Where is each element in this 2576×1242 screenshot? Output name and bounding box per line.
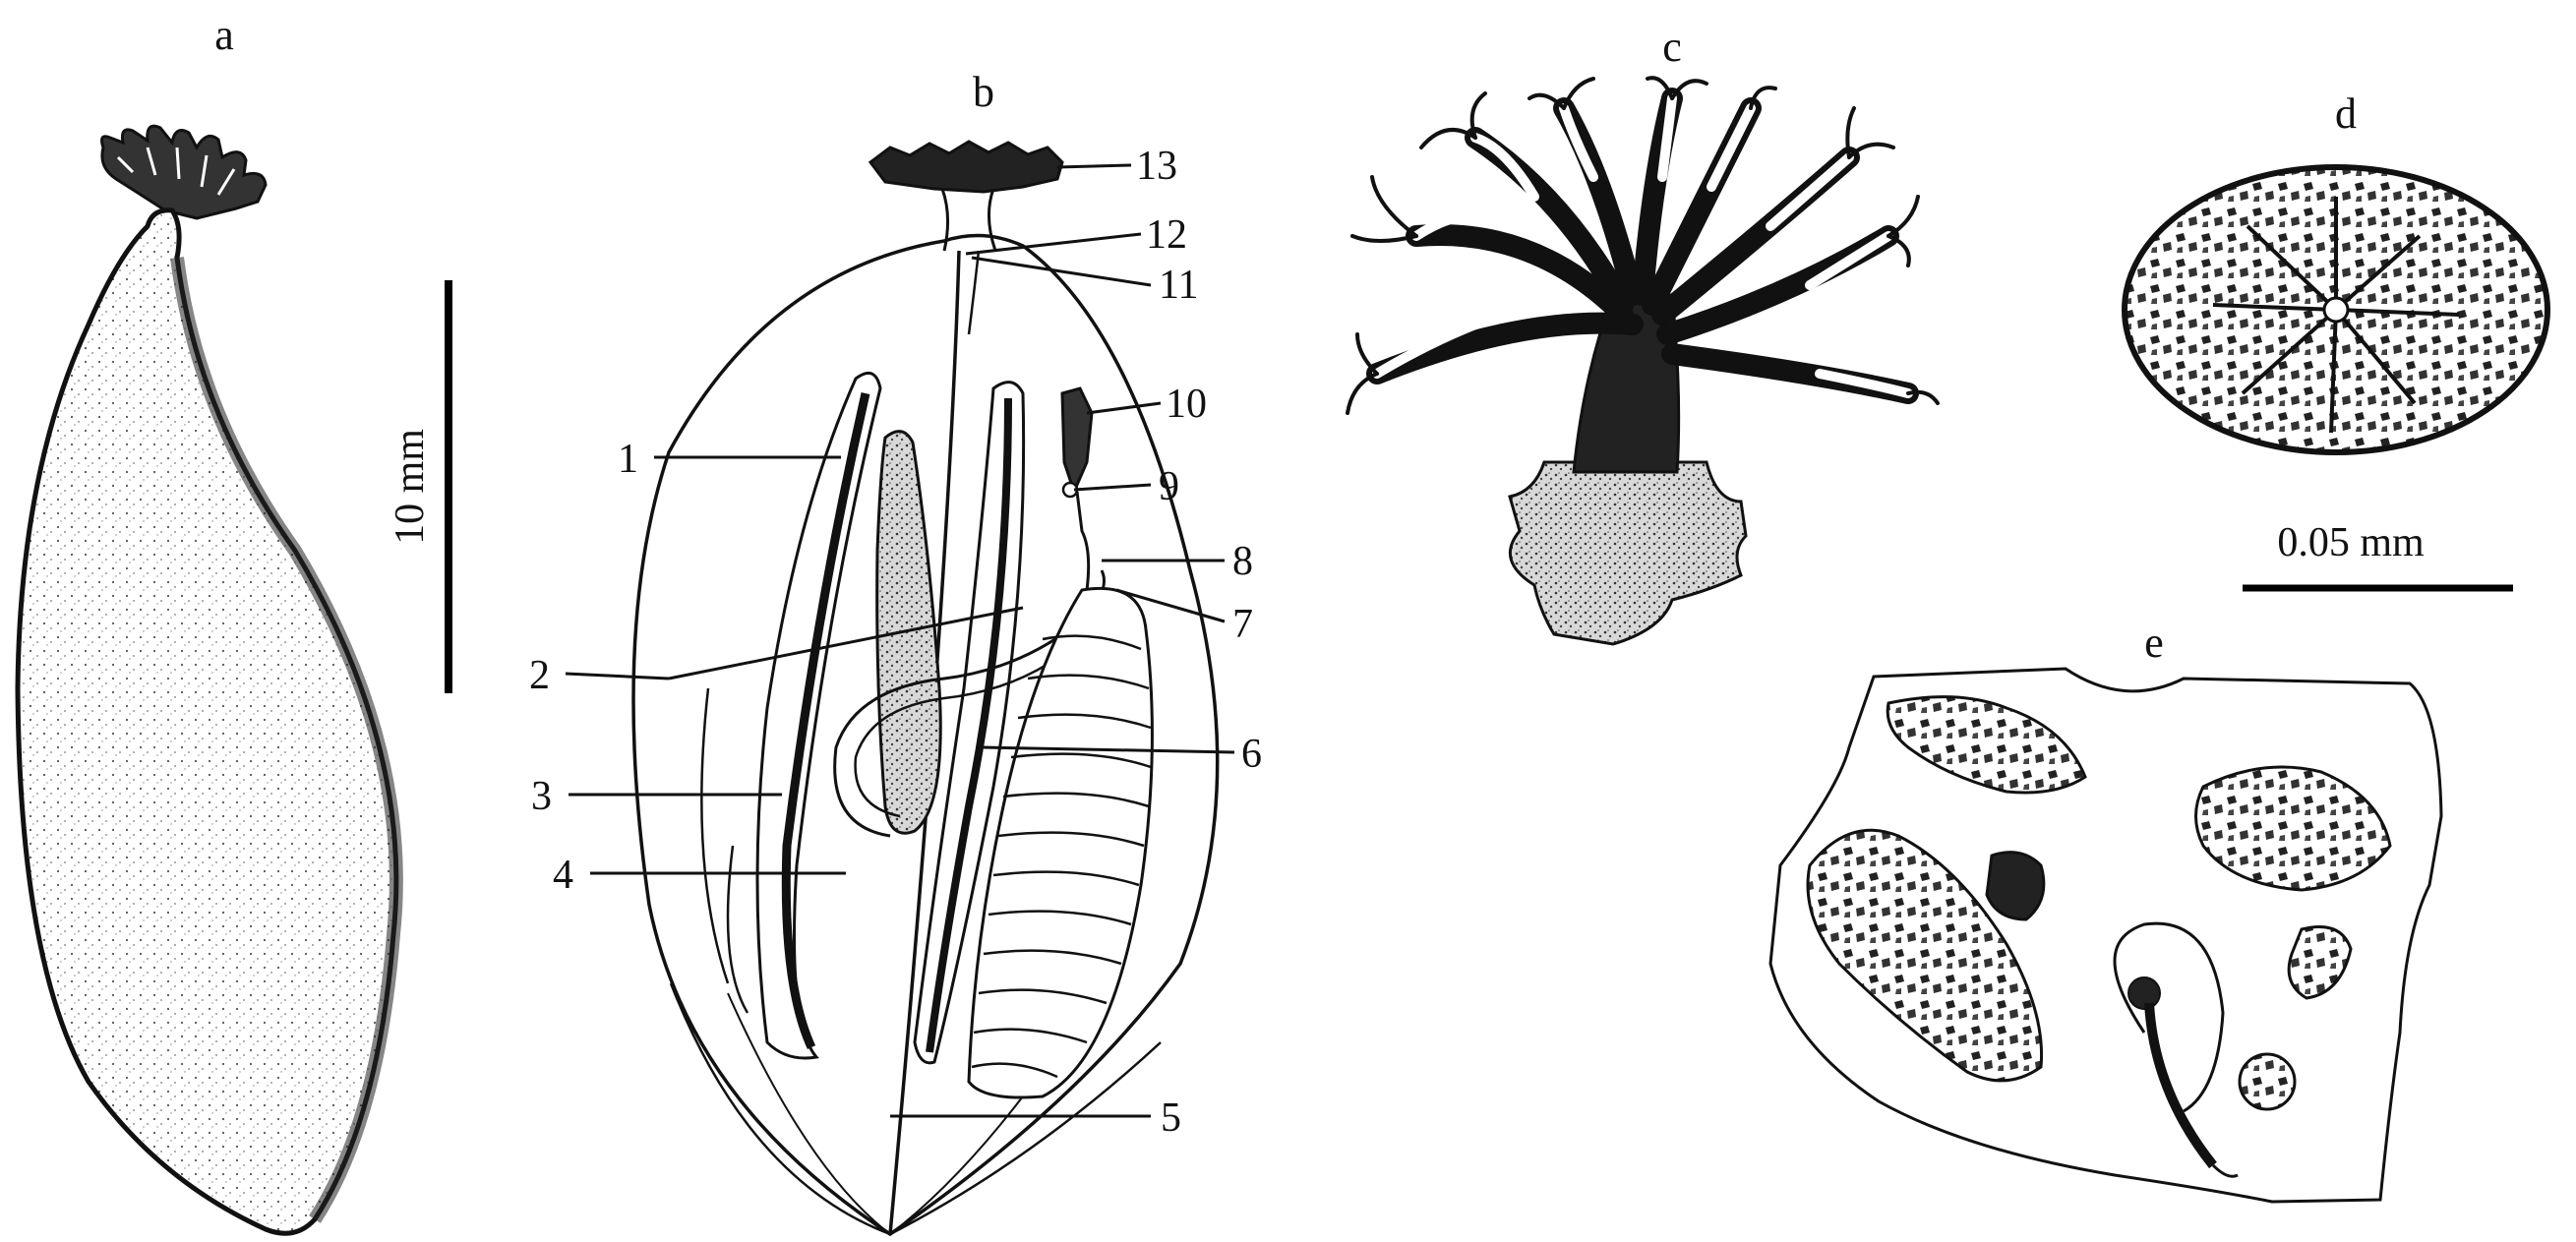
callout-11: 11: [1159, 263, 1198, 308]
panel-b-gonad: [877, 432, 941, 834]
scale-bar-10mm: 10 mm: [388, 280, 449, 693]
callout-3: 3: [531, 774, 552, 819]
callout-13: 13: [1136, 144, 1177, 189]
panel-a: a: [18, 11, 396, 1233]
panel-d: d: [2125, 89, 2547, 452]
callout-9: 9: [1159, 464, 1179, 509]
panel-c-letter: c: [1662, 23, 1682, 71]
panel-b-tentacle-crown: [870, 142, 1062, 192]
panel-c: c: [1348, 23, 1938, 644]
callout-4: 4: [553, 853, 573, 898]
panel-b-letter: b: [973, 68, 994, 116]
panel-a-tentacle-crown: [102, 126, 266, 218]
callout-7: 7: [1232, 602, 1253, 647]
panel-e-letter: e: [2144, 619, 2164, 667]
panel-d-letter: d: [2335, 89, 2357, 138]
callout-10: 10: [1166, 382, 1207, 427]
panel-a-letter: a: [214, 11, 234, 59]
panel-e: e: [1770, 619, 2441, 1202]
callout-2: 2: [529, 653, 550, 698]
callout-1: 1: [618, 437, 638, 482]
scale-bar-005mm-label: 0.05 mm: [2277, 520, 2425, 565]
scale-bar-10mm-label: 10 mm: [388, 429, 433, 545]
panel-b-organ-left: [757, 373, 880, 1058]
panel-b: b: [529, 68, 1262, 1234]
callout-12: 12: [1146, 212, 1187, 258]
callout-5: 5: [1161, 1095, 1181, 1141]
scale-bar-005mm: 0.05 mm: [2243, 520, 2513, 588]
callout-6: 6: [1241, 732, 1262, 777]
panel-c-base: [1510, 462, 1746, 644]
callout-8: 8: [1232, 539, 1253, 584]
